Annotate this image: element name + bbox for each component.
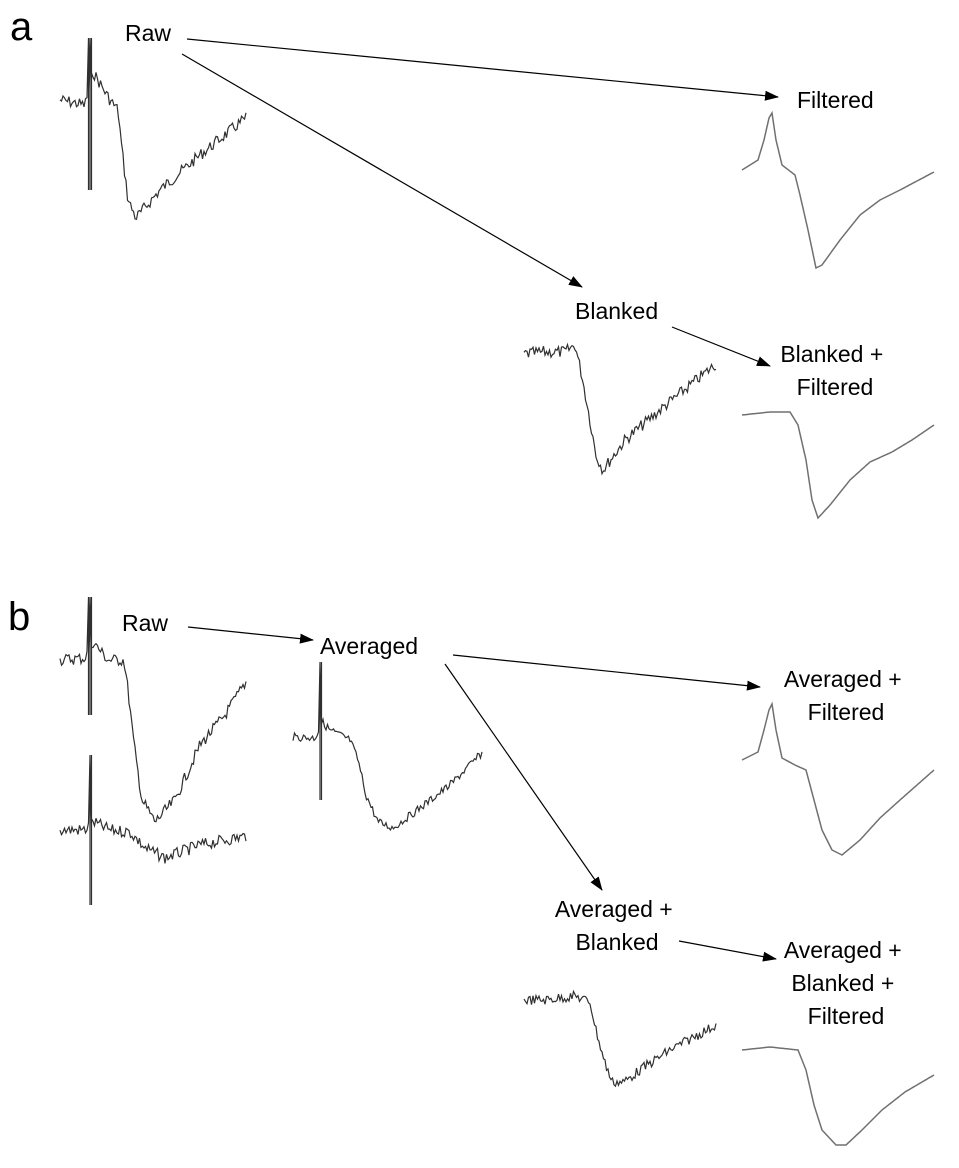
arrow-raw-to-filtered <box>186 38 779 101</box>
raw-trace-2 <box>59 754 247 905</box>
panel-b-averaged-blanked-label: Averaged + Blanked <box>555 896 679 955</box>
panel-b-averaged-blanked-filtered-line-3: Filtered <box>808 1003 885 1029</box>
blanked-filtered-trace <box>741 411 935 520</box>
panel-b-averaged-filtered-label: Averaged + Filtered <box>784 666 908 725</box>
averaged-blanked-filtered-trace <box>741 1046 935 1146</box>
panel-b-averaged-filtered-line-2: Filtered <box>808 699 885 725</box>
panel-b-averaged-blanked-line-1: Averaged + <box>555 896 673 922</box>
panel-b-letter: b <box>8 595 30 639</box>
averaged-trace <box>292 661 483 832</box>
panel-b-averaged-label: Averaged <box>320 633 418 659</box>
blanked-trace <box>523 342 717 476</box>
arrow-blanked-to-blanked-filtered <box>671 326 771 367</box>
panel-b-averaged-blanked-filtered-line-1: Averaged + <box>784 937 902 963</box>
raw-trace-1 <box>59 596 247 823</box>
arrow-raw-to-averaged <box>187 626 314 644</box>
panel-b-averaged-filtered-line-1: Averaged + <box>784 666 902 692</box>
filtered-trace <box>741 110 935 270</box>
panel-a-letter: a <box>10 5 33 49</box>
panel-b-raw-label: Raw <box>122 610 168 636</box>
panel-b-averaged-blanked-filtered-line-2: Blanked + <box>791 970 894 996</box>
arrow-averaged-to-averaged-filtered <box>452 654 761 691</box>
panel-b-averaged-blanked-filtered-label: Averaged + Blanked + Filtered <box>784 937 908 1029</box>
averaged-blanked-trace <box>523 989 717 1088</box>
arrow-averaged-blanked-to-final <box>678 940 777 962</box>
panel-a-blanked-label: Blanked <box>575 298 658 324</box>
averaged-filtered-trace <box>741 701 935 856</box>
panel-b-averaged-blanked-line-2: Blanked <box>575 929 658 955</box>
arrow-averaged-to-averaged-blanked <box>444 663 603 891</box>
panel-a-blanked-filtered-line-1: Blanked + <box>780 341 883 367</box>
panel-a-blanked-filtered-label: Blanked + Filtered <box>780 341 889 400</box>
arrow-raw-to-blanked <box>181 53 583 288</box>
raw-trace <box>59 37 247 221</box>
panel-a-raw-label: Raw <box>125 20 171 46</box>
panel-a-filtered-label: Filtered <box>797 87 874 113</box>
panel-a-blanked-filtered-line-2: Filtered <box>797 374 874 400</box>
